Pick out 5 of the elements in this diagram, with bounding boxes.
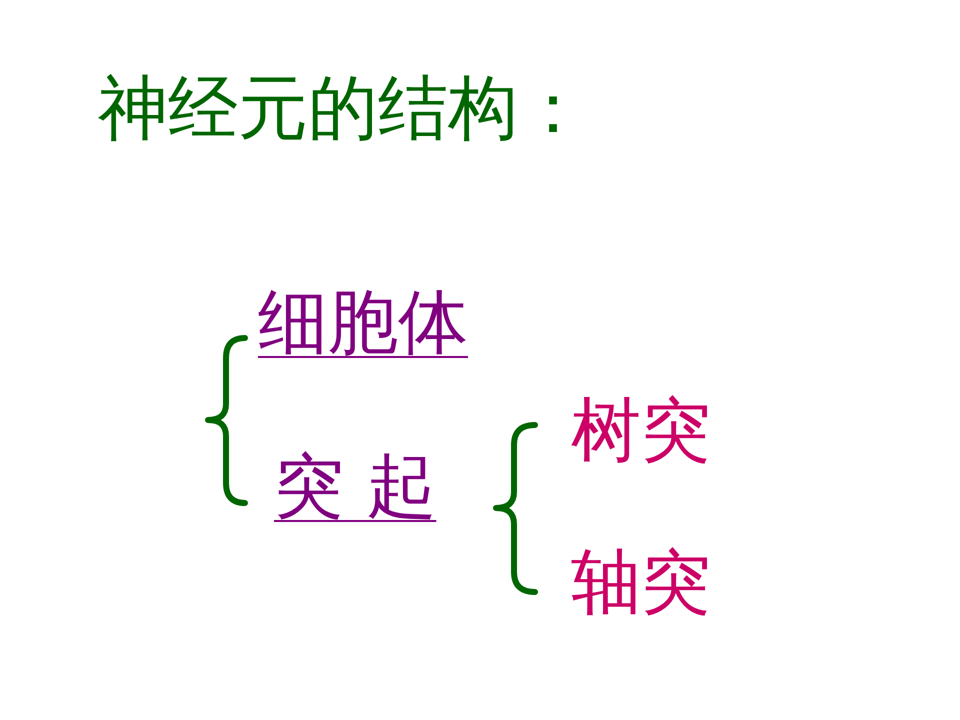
- term-label: 轴突: [571, 546, 711, 620]
- underlined-term: 细胞体: [258, 286, 468, 365]
- term-label: 树突: [571, 394, 711, 468]
- title: 神经元的结构：: [98, 72, 588, 146]
- underlined-term: 突 起: [274, 450, 436, 529]
